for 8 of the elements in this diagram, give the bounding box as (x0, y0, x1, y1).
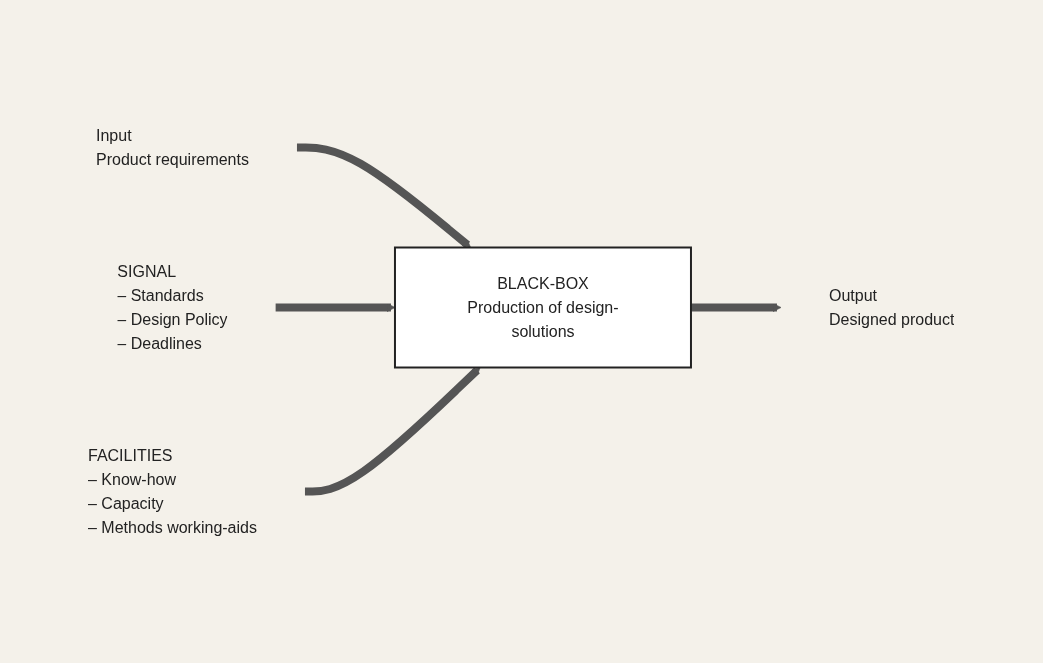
node-text: FACILITIES – Know-how – Capacity – Methods working-aids (88, 446, 258, 536)
arrow (305, 367, 481, 496)
node-text: Input Product requirements (96, 126, 250, 168)
node-box: BLACK-BOX Production of design-solutions (394, 246, 693, 369)
arrow (297, 143, 472, 249)
node-text: Output Designed product (829, 286, 955, 328)
arrow (691, 303, 782, 312)
node-text: SIGNAL – Standards – Design Policy – Deadlines (117, 262, 228, 352)
